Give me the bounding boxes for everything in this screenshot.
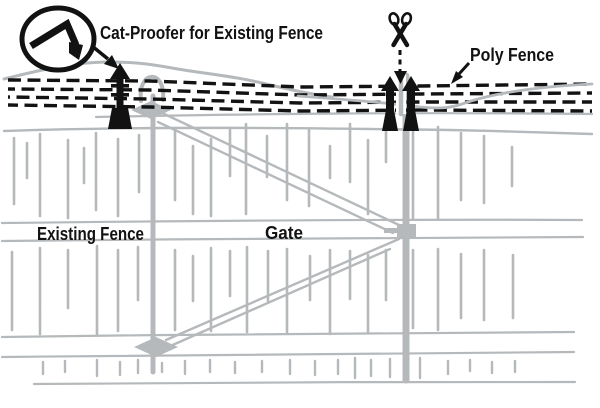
label-cat-proofer: Cat-Proofer for Existing Fence bbox=[100, 23, 323, 43]
gate-latch-bar bbox=[384, 228, 398, 233]
gate-hinge-bottom bbox=[134, 337, 178, 357]
bottom-rail-top bbox=[0, 330, 576, 339]
post-shaft bbox=[116, 74, 124, 110]
cut-end-post-left bbox=[381, 76, 399, 131]
cat-proofer-post bbox=[108, 63, 132, 129]
cat-proofer-bracket-icon bbox=[29, 18, 80, 49]
fence-top-rail-overlay bbox=[296, 82, 594, 110]
pickets-upper-right bbox=[411, 125, 514, 221]
pickets-upper-gate bbox=[173, 122, 388, 218]
pickets-upper-left bbox=[12, 131, 141, 220]
label-existing-fence: Existing Fence bbox=[37, 224, 144, 244]
up-arrow-icon bbox=[402, 76, 420, 91]
label-gate: Gate bbox=[265, 223, 303, 243]
pickets-lower-left bbox=[10, 244, 140, 336]
cut-end-post-right bbox=[402, 76, 420, 131]
poly-fence-pointer-arrow bbox=[451, 61, 471, 84]
bracket-tip bbox=[69, 42, 83, 60]
post-up-arrow-head bbox=[110, 63, 130, 79]
mesh-row-1 bbox=[7, 78, 593, 89]
bottom-rail-bottom bbox=[0, 350, 576, 359]
ground-line bbox=[32, 380, 577, 386]
cat-proofer-detail bbox=[19, 5, 97, 73]
mid-rail-bottom bbox=[0, 235, 585, 243]
pickets-lower-right bbox=[411, 247, 515, 332]
poly-fence-cut-ends bbox=[381, 76, 420, 131]
post-base bbox=[108, 108, 132, 129]
existing-fence bbox=[0, 60, 594, 386]
gate-hinge-top bbox=[131, 101, 171, 119]
cat-proofer-pointer-arrow bbox=[90, 44, 119, 69]
gate-brace-lower bbox=[157, 237, 401, 353]
scissors-icon bbox=[388, 12, 413, 48]
up-arrow-icon bbox=[381, 76, 399, 91]
mesh-row-4 bbox=[7, 103, 593, 113]
cut-here-arrow bbox=[394, 50, 407, 84]
gate-brace-upper bbox=[156, 109, 401, 235]
mid-rail-top bbox=[0, 218, 584, 225]
picket-stubs-below-rail bbox=[41, 356, 517, 380]
mesh-row-3 bbox=[7, 95, 592, 105]
down-arrow-head bbox=[394, 71, 407, 84]
gate-latch bbox=[397, 224, 416, 239]
pickets-lower-gate bbox=[173, 245, 388, 336]
fence-top-rail-line2 bbox=[94, 112, 594, 119]
magnifier-circle-icon bbox=[19, 5, 97, 73]
post-tick bbox=[111, 93, 129, 97]
post-tick bbox=[111, 84, 129, 88]
label-poly-fence: Poly Fence bbox=[470, 45, 554, 65]
fence-top-rail-line3 bbox=[2, 126, 594, 136]
